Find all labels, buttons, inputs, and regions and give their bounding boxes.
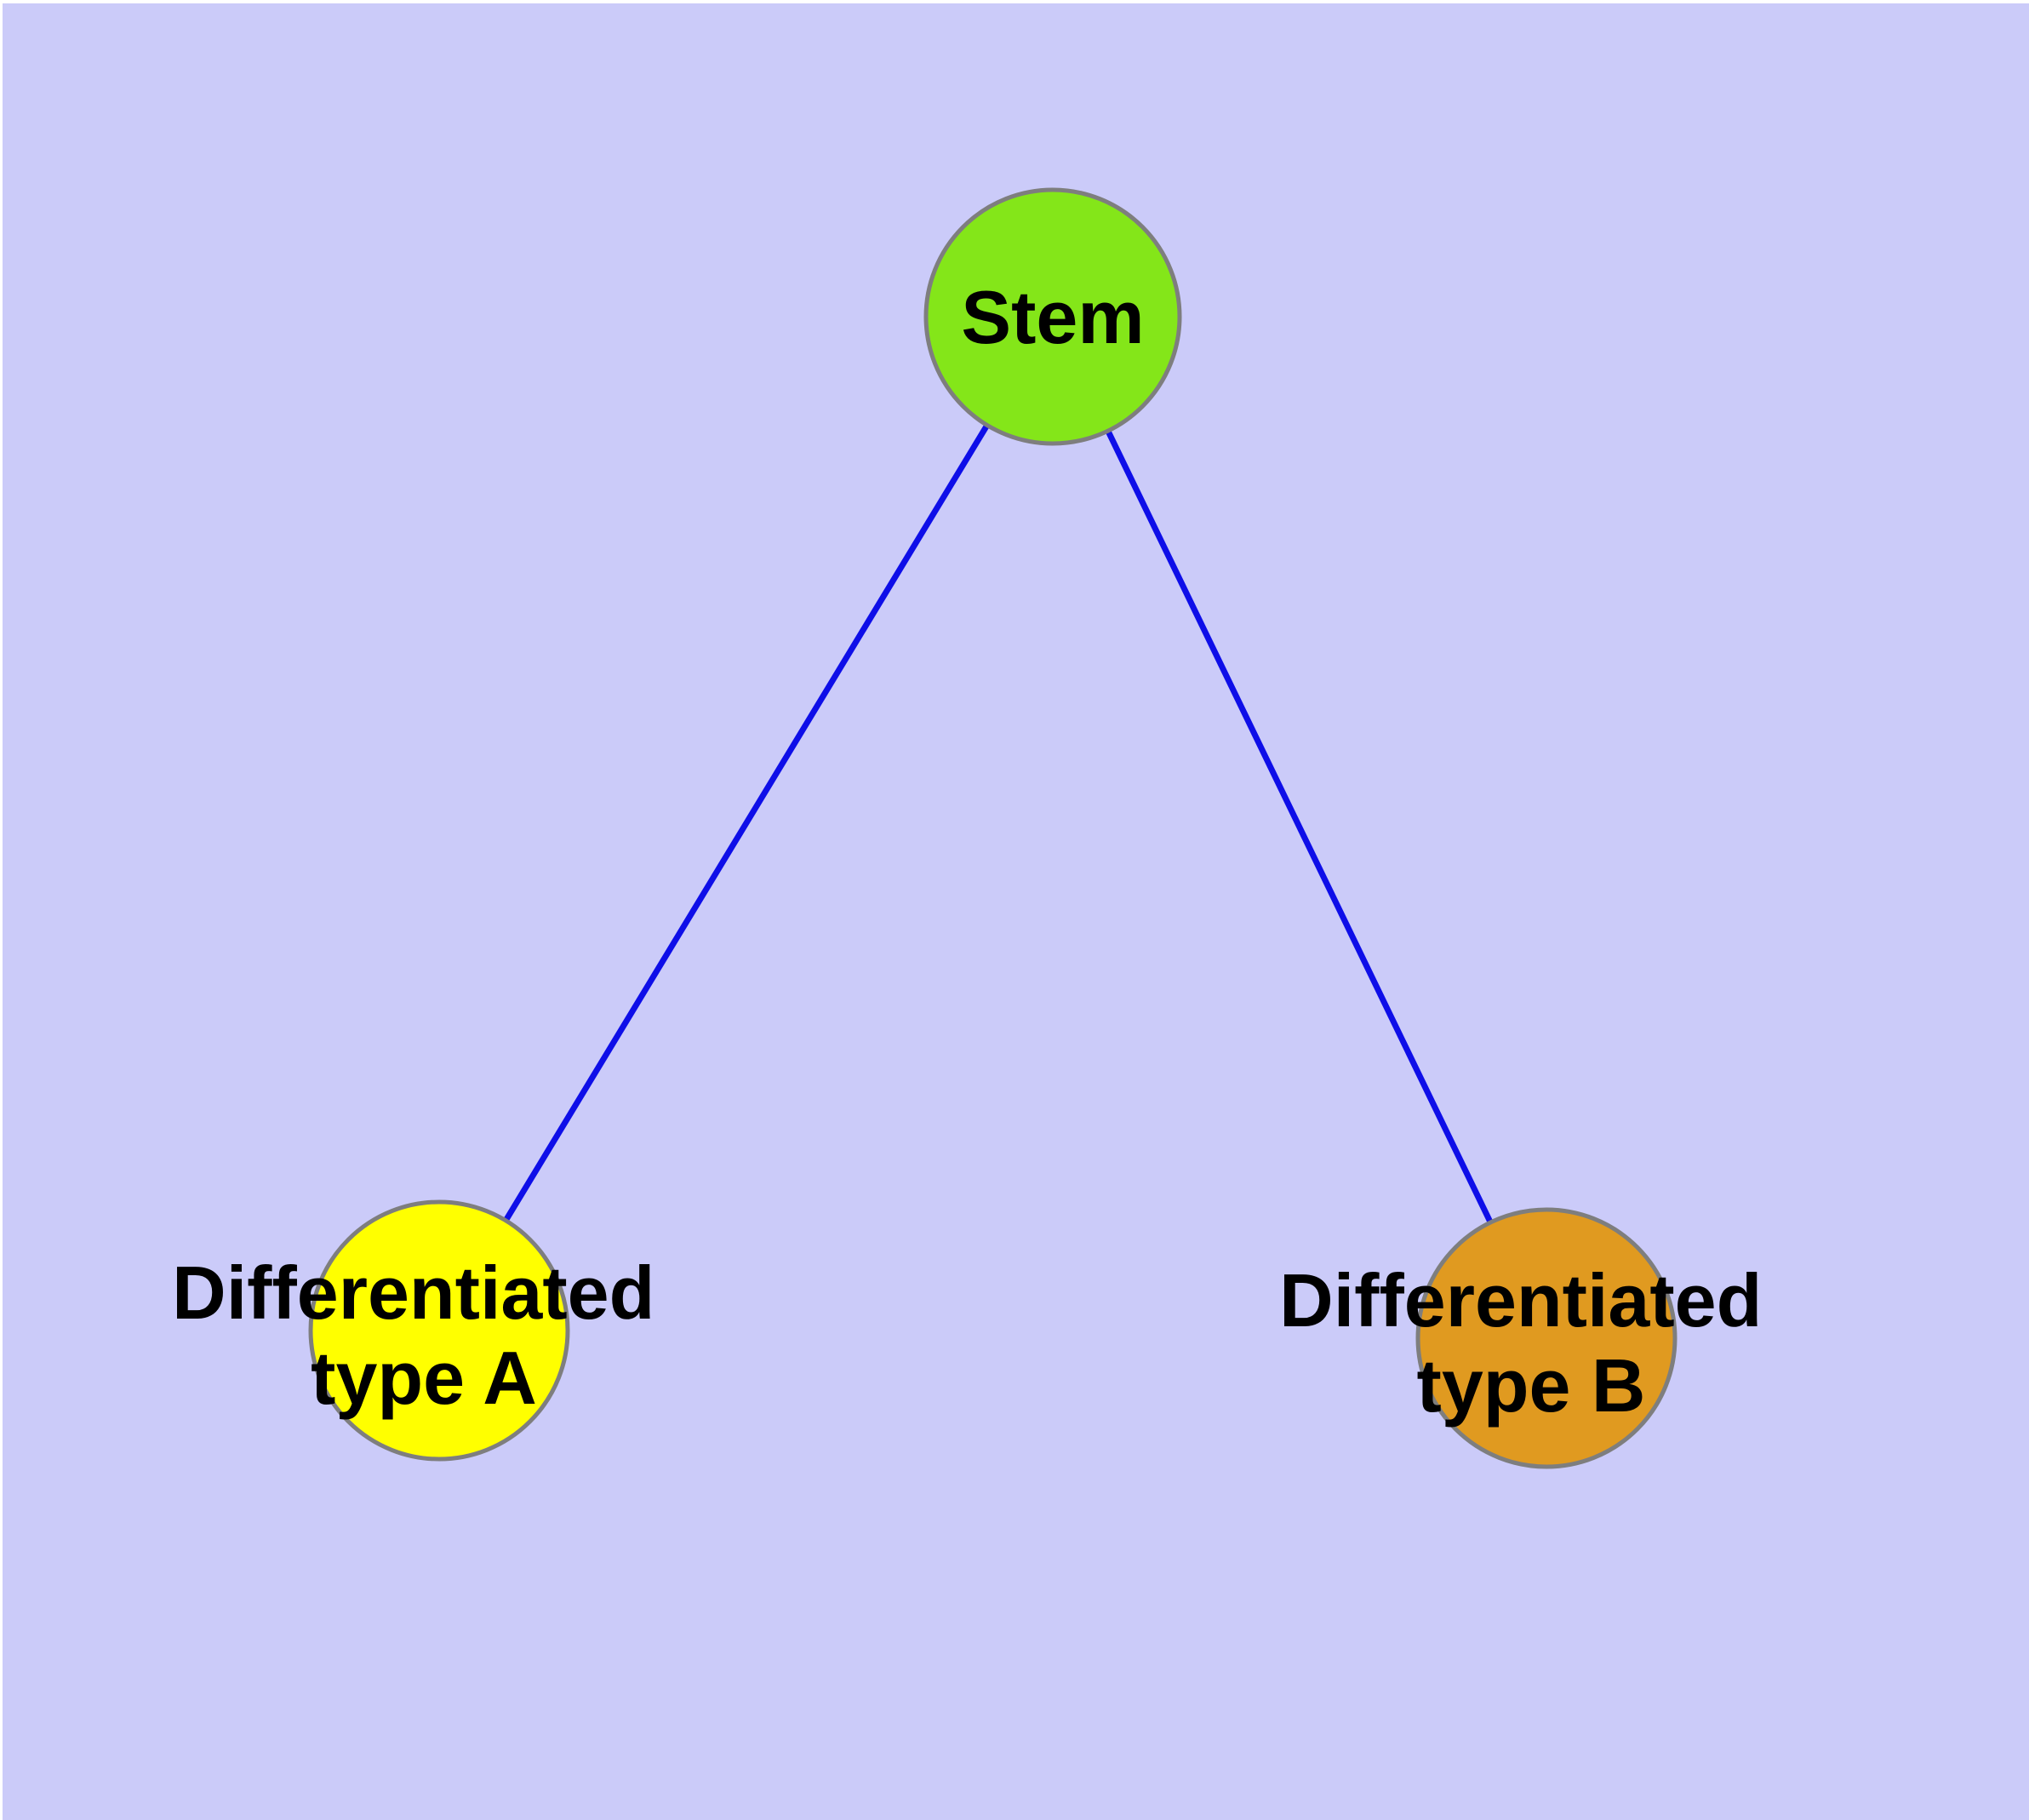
edge-stem-to-type-a: [437, 315, 1055, 1332]
edge-stem-to-type-b: [1049, 315, 1550, 1340]
node-differentiated-type-a-circle: [308, 1199, 570, 1462]
node-differentiated-type-b-label-line1: Differentiated: [1279, 1258, 1762, 1342]
node-differentiated-type-b-label-line2: type B: [1417, 1343, 1646, 1428]
node-differentiated-type-a-label: Differentiated type A: [172, 1251, 676, 1420]
node-differentiated-type-a-label-line1: Differentiated: [172, 1251, 654, 1335]
node-stem-label: Stem: [961, 275, 1144, 359]
node-stem-circle: [923, 187, 1182, 446]
node-differentiated-type-b-circle: [1415, 1207, 1677, 1469]
node-stem-label-line1: Stem: [961, 275, 1144, 359]
node-differentiated-type-b-label: Differentiated type B: [1279, 1258, 1783, 1428]
node-differentiated-type-a-label-line2: type A: [311, 1336, 537, 1420]
